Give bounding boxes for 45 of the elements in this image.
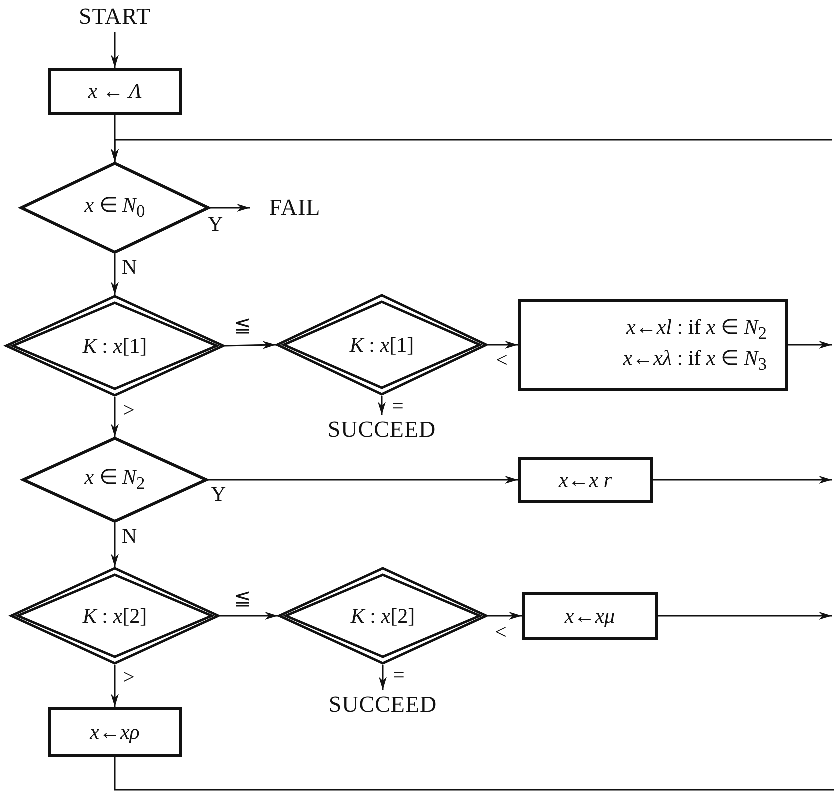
- arrow: [488, 612, 522, 620]
- process-text: x←x r: [558, 466, 612, 494]
- arrow: [658, 612, 832, 620]
- comparison-diamond: [10, 567, 220, 665]
- comparison-diamond: [278, 567, 488, 665]
- arrow: [653, 476, 832, 484]
- process-text: x←xl : if x ∈ N$_{2}$: [626, 314, 767, 345]
- process-text: x←xρ: [90, 718, 140, 746]
- process-text: x←xμ: [564, 602, 616, 630]
- condition-text: K : x[1]: [82, 332, 148, 360]
- arrow: [788, 341, 832, 349]
- terminal-label: FAIL: [250, 193, 340, 223]
- arrow: [111, 665, 119, 707]
- condition-text: K : x[2]: [82, 602, 148, 630]
- arrow: [208, 476, 518, 484]
- process-text: x←xλ : if x ∈ N$_{3}$: [623, 345, 767, 376]
- process-text: x ← Λ: [88, 78, 142, 105]
- decision-diamond: [20, 162, 210, 254]
- arrow: [220, 612, 278, 620]
- decision-diamond: [22, 437, 208, 523]
- comparison-diamond: [5, 295, 225, 397]
- arrow: [378, 396, 386, 415]
- condition-text: K : x[2]: [350, 602, 416, 630]
- arrow: [111, 32, 119, 68]
- process-box: [518, 299, 788, 391]
- arrow: [111, 523, 119, 567]
- connector-line: [114, 757, 834, 791]
- terminal-label: START: [65, 2, 165, 32]
- arrow: [224, 341, 276, 350]
- arrow: [111, 397, 119, 437]
- arrow: [111, 254, 119, 295]
- process-box: [48, 707, 182, 757]
- process-box: [518, 457, 653, 503]
- process-box: [522, 592, 658, 640]
- terminal-label: SUCCEED: [298, 690, 468, 720]
- condition-text: x ∈ N$_{0}$: [84, 192, 146, 224]
- process-box: [48, 68, 182, 115]
- condition-text: x ∈ N$_{2}$: [84, 464, 146, 496]
- arrow: [210, 204, 250, 212]
- condition-text: K : x[1]: [350, 332, 414, 358]
- arrow: [111, 139, 832, 162]
- arrow: [488, 341, 518, 349]
- comparison-diamond: [276, 294, 488, 396]
- terminal-label: SUCCEED: [297, 415, 467, 445]
- arrow: [379, 665, 387, 690]
